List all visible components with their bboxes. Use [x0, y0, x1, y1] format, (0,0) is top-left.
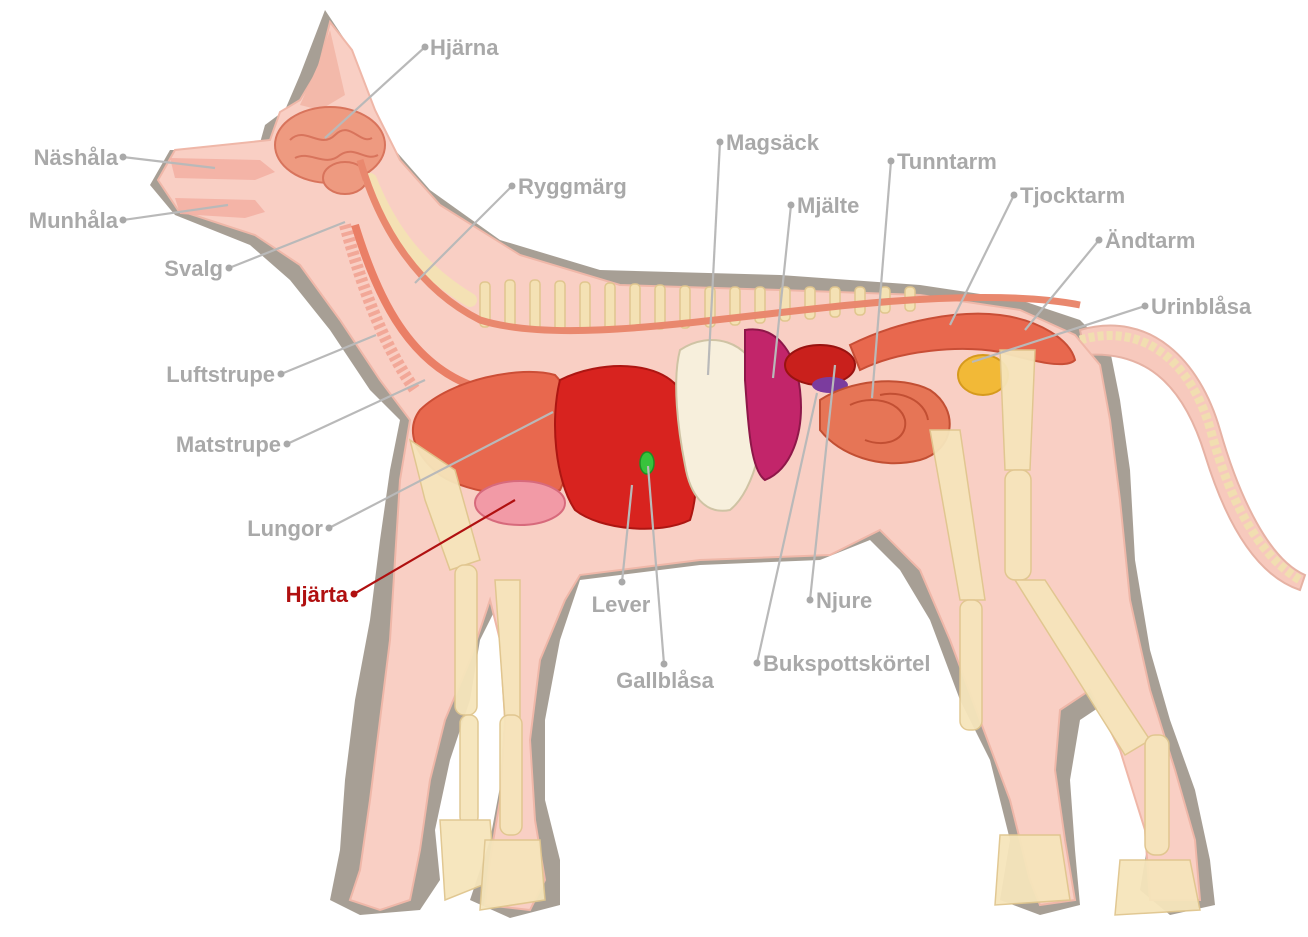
- label-gallblasa[interactable]: Gallblåsa: [616, 668, 715, 693]
- dot-munhala: [120, 217, 127, 224]
- dot-mjalte: [788, 202, 795, 209]
- label-svalg[interactable]: Svalg: [164, 256, 223, 281]
- dot-luftstrupe: [278, 371, 285, 378]
- label-lungor[interactable]: Lungor: [247, 516, 323, 541]
- dot-tjocktarm: [1011, 192, 1018, 199]
- label-hjarna[interactable]: Hjärna: [430, 35, 499, 60]
- label-njure[interactable]: Njure: [816, 588, 872, 613]
- dot-lever: [619, 579, 626, 586]
- label-tunntarm[interactable]: Tunntarm: [897, 149, 997, 174]
- dot-hjarta: [351, 591, 358, 598]
- label-lever[interactable]: Lever: [592, 592, 651, 617]
- label-bukspottskortel[interactable]: Bukspottskörtel: [763, 651, 930, 676]
- dot-nashala: [120, 154, 127, 161]
- label-matstrupe[interactable]: Matstrupe: [176, 432, 281, 457]
- label-luftstrupe[interactable]: Luftstrupe: [166, 362, 275, 387]
- label-hjarta[interactable]: Hjärta: [286, 582, 349, 607]
- nasal-cavity-shape: [170, 158, 275, 180]
- dot-bukspottskortel: [754, 660, 761, 667]
- label-ryggmarg[interactable]: Ryggmärg: [518, 174, 627, 199]
- label-tjocktarm[interactable]: Tjocktarm: [1020, 183, 1125, 208]
- dot-tunntarm: [888, 158, 895, 165]
- label-andtarm[interactable]: Ändtarm: [1105, 228, 1195, 253]
- label-urinblasa[interactable]: Urinblåsa: [1151, 294, 1252, 319]
- label-nashala[interactable]: Näshåla: [34, 145, 119, 170]
- dot-andtarm: [1096, 237, 1103, 244]
- dot-matstrupe: [284, 441, 291, 448]
- label-mjalte[interactable]: Mjälte: [797, 193, 859, 218]
- dot-lungor: [326, 525, 333, 532]
- dot-svalg: [226, 265, 233, 272]
- heart-shape: [475, 481, 565, 525]
- dot-gallblasa: [661, 661, 668, 668]
- dot-urinblasa: [1142, 303, 1149, 310]
- dot-hjarna: [422, 44, 429, 51]
- gallbladder-shape: [640, 452, 654, 474]
- label-munhala[interactable]: Munhåla: [29, 208, 119, 233]
- dot-njure: [807, 597, 814, 604]
- dot-magsack: [717, 139, 724, 146]
- label-magsack[interactable]: Magsäck: [726, 130, 820, 155]
- dot-ryggmarg: [509, 183, 516, 190]
